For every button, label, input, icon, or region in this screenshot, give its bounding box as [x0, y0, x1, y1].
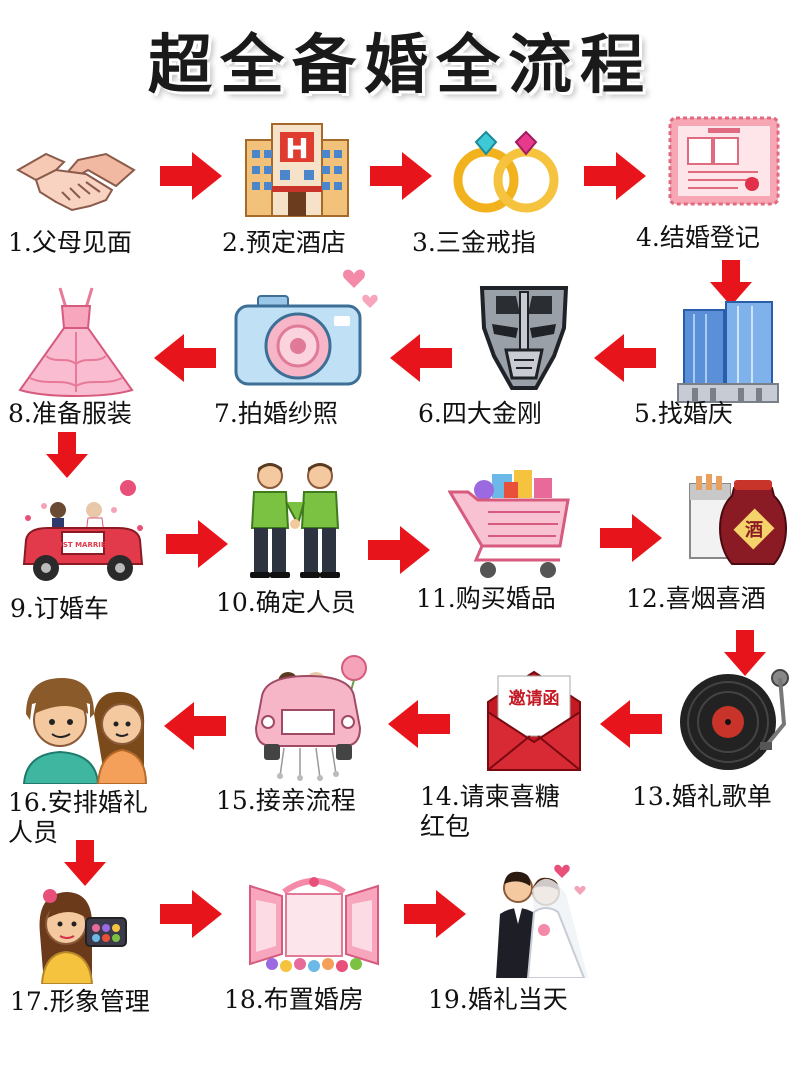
svg-text:H: H	[285, 132, 308, 165]
arrow-right-icon	[162, 516, 232, 572]
bride-groom-kiss-icon	[484, 860, 594, 978]
rings-icon	[446, 124, 566, 214]
arrow-left-icon	[596, 696, 666, 752]
arrow-down-icon	[62, 838, 108, 888]
wine-jar-icon: 酒	[682, 470, 792, 570]
vinyl-record-icon	[676, 664, 796, 776]
two-men-icon	[240, 462, 350, 582]
envelope-text: 邀请函	[509, 688, 560, 709]
step-label: 7.拍婚纱照	[214, 399, 338, 428]
hotel-icon: H	[242, 120, 352, 220]
step-label: 17.形象管理	[10, 987, 150, 1016]
step-label: 10.确定人员	[216, 588, 356, 617]
arrow-left-icon	[590, 330, 660, 386]
step-label: 11.购买婚品	[416, 584, 556, 613]
office-building-icon	[676, 300, 780, 404]
car-rear-icon	[244, 652, 374, 782]
makeup-woman-icon	[30, 884, 130, 984]
arrow-down-icon	[722, 628, 768, 678]
arrow-left-icon	[386, 330, 456, 386]
arrow-right-icon	[364, 522, 434, 578]
step-label: 8.准备服装	[8, 399, 132, 428]
couple-icon	[18, 674, 148, 784]
step-label: 2.预定酒店	[222, 228, 346, 257]
flower-window-icon	[246, 872, 382, 972]
arrow-right-icon	[156, 148, 226, 204]
invitation-envelope-icon: 邀请函	[484, 662, 584, 774]
camera-icon	[230, 266, 380, 390]
step-label: 19.婚礼当天	[428, 985, 568, 1014]
step-label: 13.婚礼歌单	[632, 782, 772, 811]
step-label: 3.三金戒指	[412, 228, 536, 257]
marriage-certificate-icon	[668, 116, 780, 206]
wedding-car-icon: JUST MARRIED	[18, 478, 148, 588]
handshake-icon	[16, 140, 136, 220]
step-label: 16.安排婚礼	[8, 788, 148, 817]
arrow-left-icon	[160, 698, 230, 754]
car-plate-text: JUST MARRIED	[54, 541, 112, 549]
step-label: 14.请柬喜糖	[420, 782, 560, 811]
step-label: 15.接亲流程	[216, 786, 356, 815]
step-label: 1.父母见面	[8, 228, 132, 257]
arrow-right-icon	[366, 148, 436, 204]
arrow-right-icon	[596, 510, 666, 566]
arrow-right-icon	[400, 886, 470, 942]
step-label-line2: 人员	[8, 818, 59, 847]
shopping-cart-icon	[448, 466, 578, 582]
wedding-dress-icon	[16, 282, 136, 398]
arrow-left-icon	[384, 696, 454, 752]
arrow-right-icon	[156, 886, 226, 942]
step-label-line2: 红包	[420, 812, 471, 841]
transformer-mask-icon	[476, 284, 572, 392]
step-label: 4.结婚登记	[636, 223, 760, 252]
jar-label-text: 酒	[745, 519, 763, 541]
step-label: 18.布置婚房	[224, 985, 364, 1014]
step-label: 12.喜烟喜酒	[626, 584, 766, 613]
arrow-right-icon	[580, 148, 650, 204]
arrow-down-icon	[708, 258, 754, 308]
step-label: 6.四大金刚	[418, 399, 542, 428]
step-label: 9.订婚车	[10, 594, 109, 623]
arrow-left-icon	[150, 330, 220, 386]
step-label: 5.找婚庆	[634, 399, 733, 428]
arrow-down-icon	[44, 430, 90, 480]
page-title: 超全备婚全流程	[148, 29, 652, 103]
